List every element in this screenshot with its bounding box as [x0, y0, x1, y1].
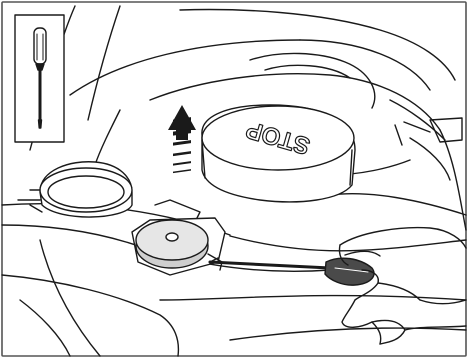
- stop-button: STOP: [202, 105, 355, 202]
- required-tool-inset: [15, 15, 64, 142]
